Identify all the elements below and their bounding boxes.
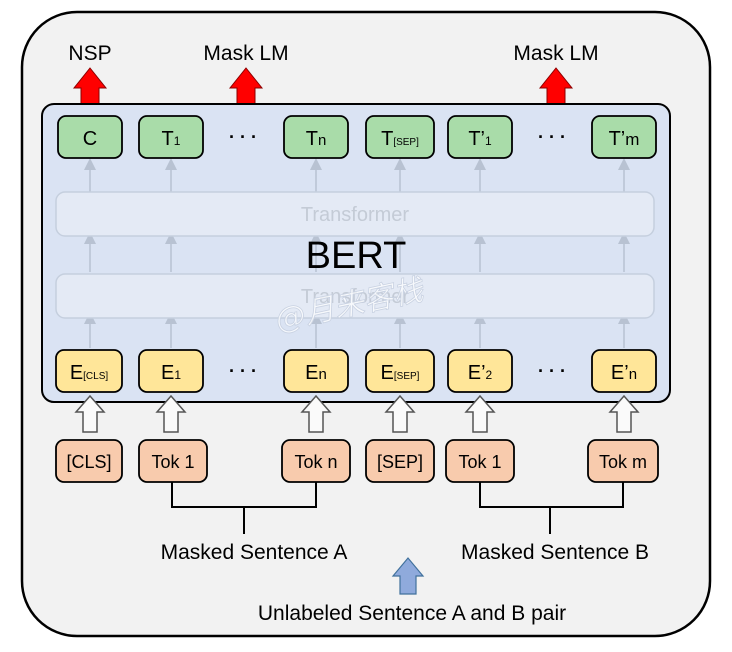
- input-tokn-label: Tok n: [294, 452, 337, 472]
- embedding-ep2-box: [447, 349, 513, 393]
- up-arrow-icon: [608, 394, 640, 433]
- bracket-sentence-a: [171, 482, 317, 534]
- ellipsis-output-b: · · ·: [538, 127, 566, 147]
- output-t1-label: T1: [162, 128, 181, 150]
- ellipsis-embed-a: · · ·: [229, 361, 257, 381]
- output-c-label: C: [83, 128, 97, 150]
- embedding-e1-label: E1: [161, 362, 181, 384]
- red-arrow-icon: [538, 67, 574, 106]
- output-tsep-box: [365, 115, 435, 159]
- output-tpm-box: [591, 115, 657, 159]
- input-cls-label: [CLS]: [66, 452, 111, 472]
- input-tokens: [55, 439, 659, 483]
- embedding-e1-box: [138, 349, 204, 393]
- embeddings: [55, 349, 657, 393]
- input-sep-box: [365, 439, 435, 483]
- blue-arrow-icon: [391, 557, 425, 595]
- embedding-epn-label: E’n: [611, 362, 637, 384]
- mask-lm-label-1: Mask LM: [203, 42, 288, 65]
- sentence-brackets: [171, 482, 624, 534]
- up-arrow-icon: [300, 394, 332, 433]
- output-tn-box: [283, 115, 349, 159]
- output-tn-label: Tn: [306, 128, 327, 150]
- embedding-en-box: [283, 349, 349, 393]
- mask-lm-label-2: Mask LM: [513, 42, 598, 65]
- embedding-ep2-label: E’2: [468, 362, 493, 384]
- output-tsep-label: T[SEP]: [381, 128, 419, 150]
- sentence-a-label: Masked Sentence A: [161, 541, 348, 564]
- transformer-layer-top: [55, 191, 655, 237]
- nsp-label: NSP: [68, 42, 111, 65]
- input-tok1-b-label: Tok 1: [458, 452, 501, 472]
- pair-label: Unlabeled Sentence A and B pair: [258, 602, 566, 625]
- up-arrow-icon: [74, 394, 106, 433]
- output-tpm-label: T’m: [609, 128, 640, 150]
- red-arrow-icon: [72, 67, 108, 106]
- embedding-epn-box: [591, 349, 657, 393]
- output-tp1-box: [447, 115, 513, 159]
- input-tokm-label: Tok m: [599, 452, 647, 472]
- red-arrow-icon: [228, 67, 264, 106]
- embedding-en-label: En: [305, 362, 327, 384]
- output-tokens: [57, 115, 657, 159]
- bert-title: BERT: [306, 235, 407, 277]
- up-arrow-icon: [384, 394, 416, 433]
- output-c-box: [57, 115, 123, 159]
- input-tok1-a-label: Tok 1: [151, 452, 194, 472]
- output-tp1-label: T’1: [468, 128, 492, 150]
- up-arrow-icon: [464, 394, 496, 433]
- bert-model-box: [41, 103, 671, 403]
- embedding-esep-label: E[SEP]: [381, 362, 420, 384]
- bracket-sentence-b: [479, 482, 624, 534]
- output-t1-box: [138, 115, 204, 159]
- input-sep-label: [SEP]: [377, 452, 423, 472]
- input-cls-box: [55, 439, 123, 483]
- transformer-label-top: Transformer: [301, 204, 410, 226]
- embedding-ecls-label: E[CLS]: [70, 362, 109, 384]
- sentence-b-label: Masked Sentence B: [461, 541, 649, 564]
- transformer-label-bottom: Transformer: [301, 286, 410, 308]
- embedding-ecls-box: [55, 349, 123, 393]
- embedding-esep-box: [365, 349, 435, 393]
- input-arrows: [74, 394, 640, 433]
- internal-connections: [84, 158, 630, 348]
- ellipsis-output-a: · · ·: [229, 127, 257, 147]
- ellipsis-embed-b: · · ·: [538, 361, 566, 381]
- transformer-layer-bottom: [55, 273, 655, 319]
- up-arrow-icon: [155, 394, 187, 433]
